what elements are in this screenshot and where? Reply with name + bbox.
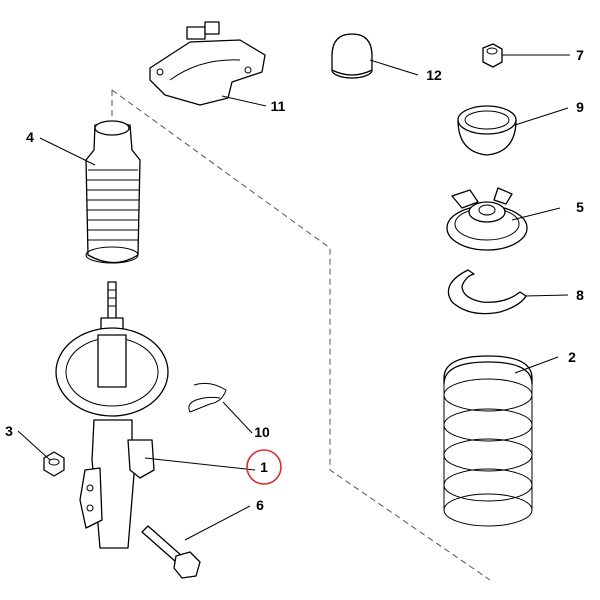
callout-6: 6	[256, 497, 264, 513]
part-cup-washer	[457, 105, 517, 156]
callout-8: 8	[576, 287, 584, 303]
callout-1: 1	[260, 459, 268, 475]
callout-10: 10	[254, 424, 270, 440]
callout-2: 2	[568, 349, 576, 365]
callout-5: 5	[576, 199, 584, 215]
part-lower-nut	[43, 451, 65, 477]
part-top-nut	[482, 43, 503, 68]
part-bolt	[141, 525, 201, 579]
part-upper-mount-plate	[149, 21, 266, 106]
part-bump-cap	[331, 33, 373, 79]
callout-7: 7	[576, 47, 584, 63]
callout-12: 12	[426, 67, 442, 83]
callout-3: 3	[5, 423, 13, 439]
callout-numbers: 1 2 3 4 5 6 7 8 9 10 11 12	[5, 47, 584, 513]
part-dust-boot	[85, 120, 141, 264]
callout-9: 9	[576, 99, 584, 115]
part-strut-assembly	[55, 281, 169, 549]
callout-1-highlight-ring	[246, 449, 282, 485]
part-spring-seat	[447, 269, 527, 315]
part-coil-spring	[443, 355, 533, 527]
leader-lines	[17, 54, 570, 541]
callout-4: 4	[26, 129, 34, 145]
part-spring-clip	[188, 382, 227, 413]
assembly-frame	[111, 89, 491, 581]
part-strut-bearing	[446, 187, 528, 251]
callout-11: 11	[271, 98, 286, 114]
